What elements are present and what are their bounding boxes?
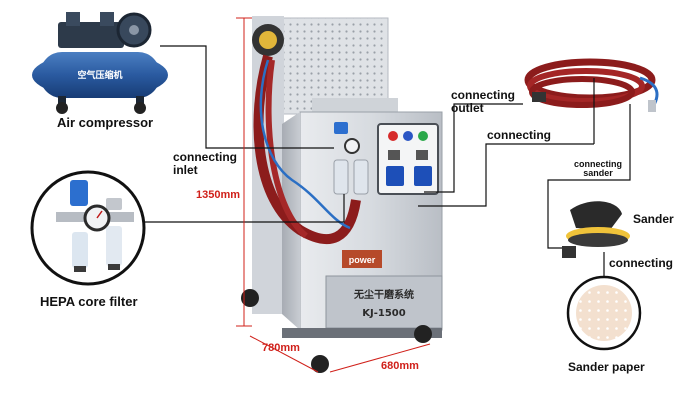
line-filter-to-cabinet [144,194,345,223]
label-sander: Sander [633,212,674,226]
dust-extraction-machine: power 无尘干磨系统 KJ-1500 [241,16,443,373]
label-air-compressor: Air compressor [57,115,154,130]
sander-illustration [562,201,630,258]
line-sander-connecting [547,104,631,249]
dim-line-width [329,343,431,373]
label-sander-paper: Sander paper [568,360,645,374]
compressor-tank-text: 空气压缩机 [77,69,122,80]
dimension-height: 1350mm [196,189,241,201]
label-connecting-paper: connecting [609,256,674,270]
label-connecting: connecting [487,128,552,142]
machine-model-text: KJ-1500 [362,308,405,319]
hepa-filter-illustration [30,170,146,286]
sander-paper-illustration [566,275,642,351]
air-compressor-illustration: 空气压缩机 [32,12,168,114]
dim-line-depth [249,335,319,373]
connector-lines [144,45,631,277]
dimension-depth: 780mm [262,342,300,354]
label-connecting-sander: connecting sander [574,159,623,179]
hose-coil-illustration [524,58,659,112]
line-connecting-to-panel [418,78,595,207]
line-outlet-to-panel [424,103,523,193]
machine-name-text: 无尘干磨系统 [353,288,414,301]
line-compressor-to-inlet [160,45,334,149]
label-connecting-outlet: connecting outlet [451,88,516,115]
machine-brand-text: power [349,255,376,265]
label-connecting-inlet: connecting inlet [173,150,238,177]
dimension-lines [236,17,431,373]
dimension-width: 680mm [381,360,419,372]
dim-line-height [236,17,252,327]
label-hepa-core-filter: HEPA core filter [40,294,138,309]
